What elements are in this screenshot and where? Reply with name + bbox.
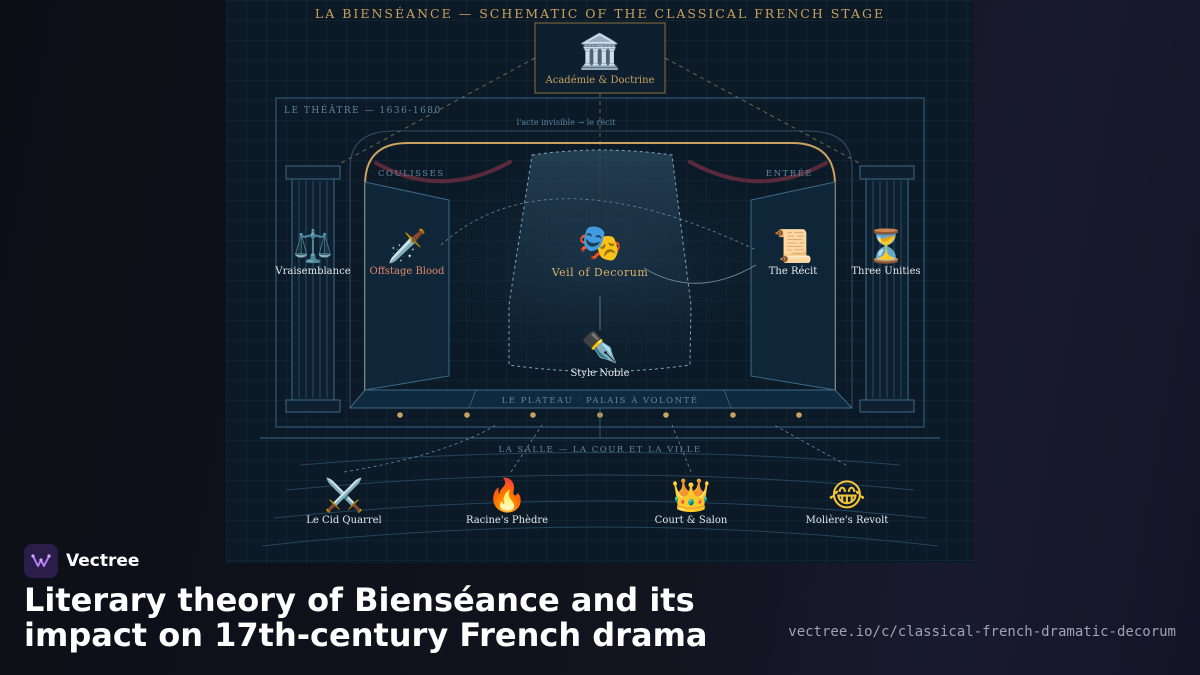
arch-outer [349,130,853,408]
recit-label: The Récit [769,266,817,277]
academie-label: Académie & Doctrine [545,75,655,86]
page-url[interactable]: vectree.io/c/classical-french-dramatic-d… [788,624,1176,640]
salle-label: LA SALLE — LA COUR ET LA VILLE [498,445,701,455]
crossed-swords-icon: ⚔️ [324,476,364,514]
page-title: Literary theory of Bienséance and its im… [24,581,708,654]
floor-line-left [468,389,477,409]
veil-shape [508,149,692,372]
proscenium-arch [364,142,836,408]
curtain-swag-left [374,160,512,184]
seating-row [285,474,915,491]
fountain-pen-icon: ✒️ [581,329,618,365]
diagram-title: LA BIENSÉANCE — SCHEMATIC OF THE CLASSIC… [315,6,885,21]
vectree-logo-icon [24,544,58,578]
coulisses-label: COULISSES [378,169,445,179]
seating-row [299,452,901,466]
academie-box [534,22,666,94]
seating-row [261,526,939,547]
influence-line [343,424,497,473]
veil-label: Veil of Decorum [551,266,649,279]
style-noble-label: Style Noble [570,368,629,379]
scroll-icon: 📜 [773,227,813,265]
wing-left [364,181,450,391]
recit-arc [440,198,757,251]
diagram-panel: LA BIENSÉANCE — SCHEMATIC OF THE CLASSIC… [226,0,974,563]
recit-link [643,264,757,284]
floor-line-right [723,389,732,409]
stage-diagram: LA BIENSÉANCE — SCHEMATIC OF THE CLASSIC… [260,6,940,547]
audience-label: Molière's Revolt [806,515,889,526]
brand: Vectree [24,544,139,578]
footlight [464,412,470,418]
dagger-icon: 🗡️ [387,227,427,265]
academie-node: 🏛️ Académie & Doctrine [534,22,666,94]
balance-scale-icon: ⚖️ [293,227,333,265]
audience-label: Court & Salon [655,515,728,526]
recit-note: l'acte invisible → le récit [517,118,617,127]
brand-name: Vectree [66,551,140,571]
laughing-face-icon: 😂 [828,476,865,514]
right-pillar [859,165,915,413]
classical-building-icon: 🏛️ [579,32,621,72]
influence-line [773,424,847,466]
footlight [397,412,403,418]
theatre-label: LE THÉÂTRE — 1636-1680 [284,104,442,116]
left-pillar [285,165,341,413]
footlight [530,412,536,418]
plateau-label: LE PLATEAU · PALAIS À VOLONTÉ [502,394,699,406]
crown-icon: 👑 [671,476,711,514]
vraisemblance-label: Vraisemblance [274,266,350,277]
theater-masks-icon: 🎭 [578,223,623,264]
audience-label: Racine's Phèdre [466,515,548,526]
fire-icon: 🔥 [487,476,527,514]
influence-line [671,424,692,473]
audience-label: Le Cid Quarrel [306,515,381,526]
footlight [796,412,802,418]
three-unities-label: Three Unities [851,266,920,277]
seating-row [273,500,927,519]
entree-label: ENTRÉE [766,167,813,179]
footlight [663,412,669,418]
wing-right [750,181,836,391]
curtain-swag-right [688,160,828,184]
footlight [730,412,736,418]
hourglass-icon: ⏳ [866,227,906,265]
doctrine-line-right [664,57,860,164]
offstage-label: Offstage Blood [370,266,446,277]
